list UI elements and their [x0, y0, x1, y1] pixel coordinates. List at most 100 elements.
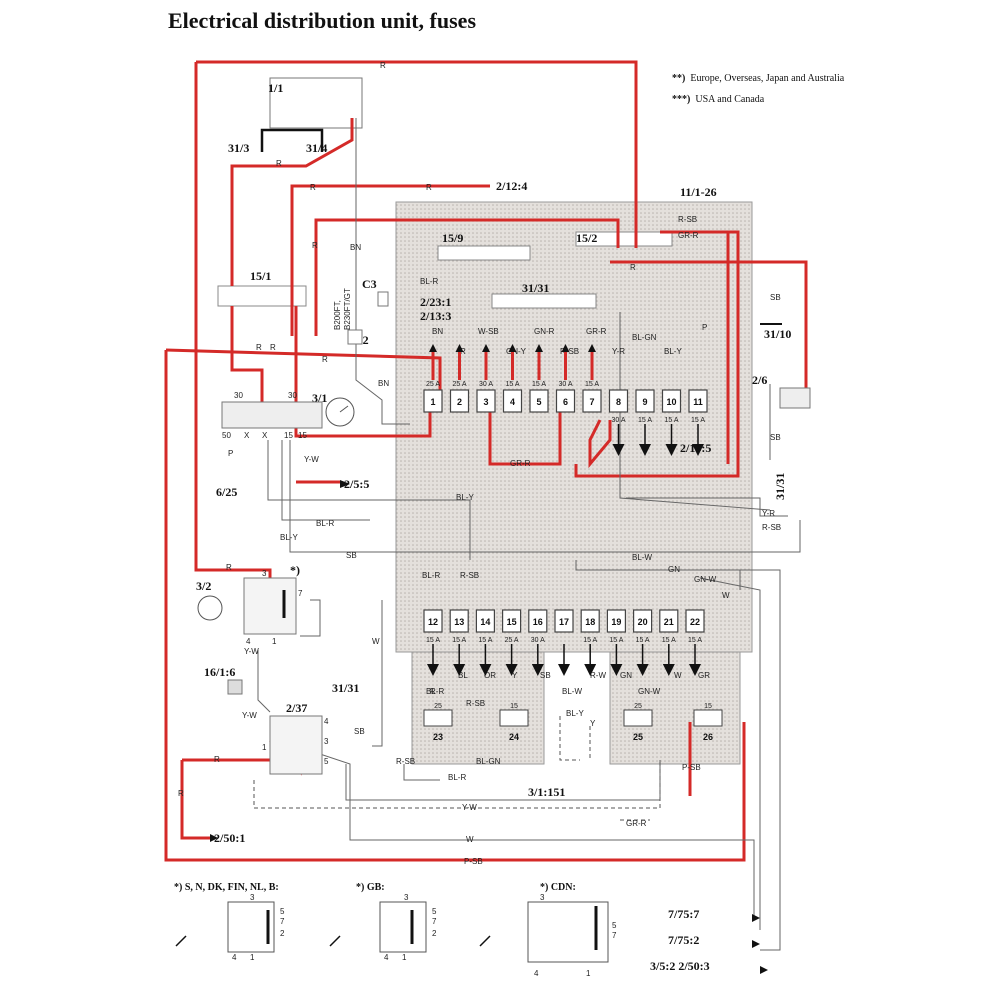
note-usa: ***) USA and Canada	[672, 93, 844, 106]
wire-label: GR	[698, 671, 710, 680]
fuse-number: 4	[510, 397, 515, 407]
label-2-37: 2/37	[286, 701, 307, 715]
top-fuse-7: 715 A	[582, 344, 602, 413]
fuse-body	[554, 609, 574, 633]
relay-panel-right	[609, 651, 741, 765]
label-31-3: 31/3	[228, 141, 249, 155]
bottom-fuse-22: 22 15 A	[685, 609, 705, 676]
wire-label: Y	[512, 671, 518, 680]
fuse-number: 2	[457, 397, 462, 407]
arrow-icon	[535, 344, 543, 352]
fuse-number: 3	[483, 397, 488, 407]
label-1-1: 1/1	[268, 81, 283, 95]
fuse-amps: 30 A	[611, 417, 625, 424]
fuse-number: 7	[589, 397, 594, 407]
top-fuse-8: 830 A	[608, 389, 629, 456]
connector-16-1-6	[227, 679, 243, 695]
arrow-icon	[340, 480, 350, 488]
fuse-body	[528, 609, 548, 633]
fuse-number: 1	[430, 397, 435, 407]
wire-label: BL-Y	[456, 493, 474, 502]
wire-label: R-SB	[762, 523, 781, 532]
relay-amps: 25	[634, 703, 642, 710]
fuse-wire-label: Y-R	[612, 347, 625, 356]
label-b200: B200FT,	[333, 300, 342, 330]
fuse-amps: 15 A	[426, 637, 440, 644]
connector-15-2	[575, 231, 673, 247]
relay-body	[623, 709, 653, 727]
wire-label: BL-Y	[280, 533, 298, 542]
wire-label: Y	[590, 719, 596, 728]
wire-label: BL-R	[316, 519, 334, 528]
fuse-wire-label: W-SB	[478, 327, 499, 336]
wire-label: Y-W	[244, 647, 259, 656]
note-text: Europe, Overseas, Japan and Australia	[690, 73, 845, 84]
label-2-13-5: 2/13:5	[680, 441, 711, 455]
relay-amps: 15	[510, 703, 518, 710]
fuse-amps: 15 A	[688, 637, 702, 644]
pin-label: 5	[280, 907, 285, 916]
relay-body	[693, 709, 723, 727]
wire-label: SB	[346, 551, 357, 560]
relay-panel-left	[411, 651, 545, 765]
pin-label: 30	[234, 391, 243, 400]
top-fuse-1: 125 A	[423, 344, 443, 413]
label-c3: C3	[362, 277, 377, 291]
wire-label: R	[226, 563, 232, 572]
fuse-number: 18	[585, 617, 595, 627]
pin-label: 5	[612, 921, 617, 930]
fuse-amps: 15 A	[662, 637, 676, 644]
ground-strap	[260, 128, 324, 152]
fuse-amps: 15 A	[532, 381, 546, 388]
switch-3-2: 3 7 4 1	[197, 569, 303, 646]
pin-label: 5	[432, 907, 437, 916]
fuse-number: 22	[690, 617, 700, 627]
fuse-number: 19	[611, 617, 621, 627]
label-2-6: 2/6	[752, 373, 767, 387]
wire-label: R	[426, 183, 432, 192]
c2-box	[347, 329, 363, 345]
fuse-number: 9	[642, 397, 647, 407]
wire-label: OR	[484, 671, 496, 680]
fuse-wire-label: R-SB	[560, 347, 579, 356]
connector-15-1	[217, 285, 307, 307]
wire-label: R-SB	[396, 757, 415, 766]
wire-label: R	[430, 687, 436, 696]
pin-label: 3	[262, 569, 267, 578]
relay-body	[499, 709, 529, 727]
fuse-wire-label: GR-R	[586, 327, 607, 336]
relay-number: 24	[509, 732, 519, 742]
fuse-number: 13	[454, 617, 464, 627]
bottom-fuse-21: 21 15 A	[659, 609, 679, 676]
dest-2-50-1: 2/50:1	[214, 831, 245, 845]
fuse-wire-label: BL-Y	[664, 347, 682, 356]
wire-label: R	[178, 789, 184, 798]
pin-label: 4	[232, 953, 237, 962]
wire-label: Y-W	[304, 455, 319, 464]
relay-body	[423, 709, 453, 727]
pin-label: 15	[284, 431, 293, 440]
wire-label: BL-W	[632, 553, 652, 562]
arrow-icon	[429, 344, 437, 352]
arrow-icon	[752, 940, 760, 948]
fuse-number: 21	[664, 617, 674, 627]
fuse-body	[661, 389, 682, 413]
wire-label: W	[372, 637, 380, 646]
relay-amps: 15	[704, 703, 712, 710]
fuse-amps: 30 A	[479, 381, 493, 388]
pin-label: 1	[250, 953, 255, 962]
pin-label: 2	[432, 929, 437, 938]
wire-label: BN	[350, 243, 361, 252]
wire-label: GN	[668, 565, 680, 574]
inset-label: *) GB:	[356, 882, 385, 893]
